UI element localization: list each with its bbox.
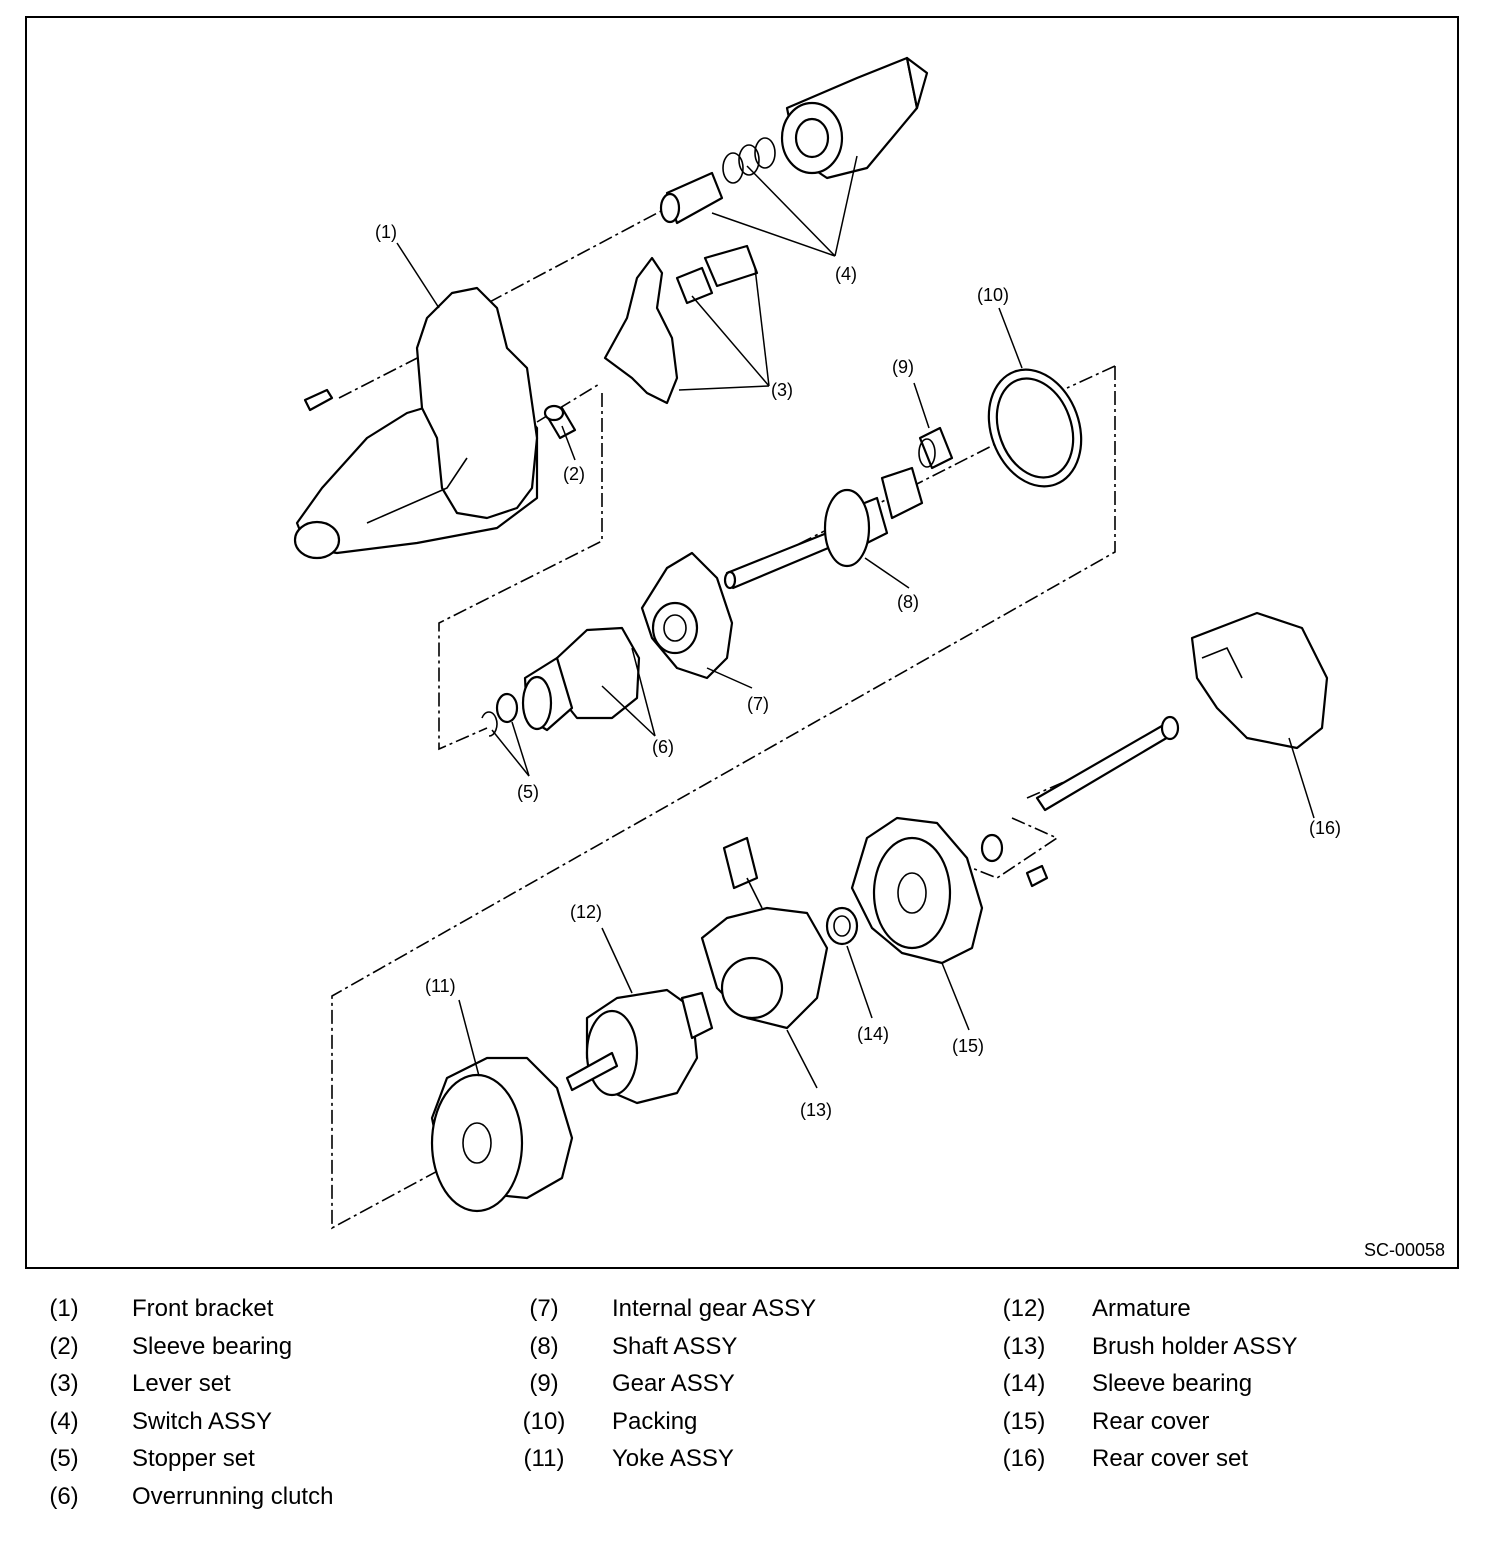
sleeve-bearing-rear-part: [825, 906, 859, 946]
legend-label: Packing: [612, 1407, 698, 1435]
parts-legend: (1) Front bracket (2) Sleeve bearing (3) Le…: [0, 1290, 1504, 1530]
legend-number: (11): [523, 1445, 565, 1472]
legend-number: (13): [1002, 1332, 1046, 1360]
callout-10: (10): [977, 285, 1009, 305]
diagram-frame: (1) (2) (3) (4) (5) (6) (7) (8) (9) (10)…: [25, 16, 1459, 1269]
callout-2: (2): [563, 464, 585, 484]
legend-label: Rear cover: [1092, 1407, 1210, 1435]
legend-label: Stopper set: [132, 1445, 255, 1472]
callout-14: (14): [857, 1024, 889, 1044]
legend-label: Overrunning clutch: [132, 1482, 334, 1510]
brush-holder-assy-part: [700, 836, 829, 1030]
callout-8: (8): [897, 592, 919, 612]
gear-assy-part: [918, 426, 954, 470]
legend-label: Armature: [1092, 1295, 1191, 1322]
callout-4: (4): [835, 264, 857, 284]
rear-cover-part: [850, 816, 1049, 965]
legend-number: (8): [529, 1332, 559, 1360]
legend-number: (7): [529, 1295, 559, 1322]
callout-7: (7): [747, 694, 769, 714]
legend-label: Front bracket: [132, 1295, 274, 1322]
packing-part: [987, 368, 1083, 488]
rear-cover-set-part: [1035, 611, 1329, 812]
callout-6: (6): [652, 737, 674, 757]
switch-assy-part: [659, 56, 929, 225]
lever-set-part: [603, 244, 759, 405]
leader-lines: [396, 155, 1315, 1089]
yoke-assy-part: [430, 1056, 574, 1213]
legend-label: Sleeve bearing: [1092, 1370, 1253, 1397]
legend-label: Gear ASSY: [612, 1370, 735, 1397]
legend-number: (15): [1002, 1407, 1046, 1435]
callout-3: (3): [771, 380, 793, 400]
legend-label: Sleeve bearing: [132, 1332, 293, 1360]
callout-15: (15): [952, 1036, 984, 1056]
callout-12: (12): [570, 902, 602, 922]
legend-label: Switch ASSY: [132, 1407, 273, 1435]
legend-number: (4): [49, 1407, 79, 1435]
callout-11: (11): [425, 976, 456, 996]
armature-part: [565, 988, 714, 1105]
legend-number: (9): [529, 1370, 559, 1397]
front-bracket-part: [293, 286, 539, 560]
legend-number: (14): [1002, 1370, 1046, 1397]
legend-label: Internal gear ASSY: [612, 1295, 817, 1322]
legend-number: (1): [49, 1295, 79, 1322]
legend-label: Rear cover set: [1092, 1445, 1249, 1472]
internal-gear-assy-part: [640, 551, 734, 680]
exploded-view-diagram: (1) (2) (3) (4) (5) (6) (7) (8) (9) (10)…: [293, 56, 1341, 1230]
legend-label: Lever set: [132, 1370, 231, 1397]
sleeve-bearing-front-part: [543, 404, 577, 440]
legend-number: (2): [49, 1332, 79, 1360]
callout-9: (9): [892, 357, 914, 377]
legend-label: Shaft ASSY: [612, 1332, 738, 1360]
legend-number: (3): [49, 1370, 79, 1397]
callout-13: (13): [800, 1100, 832, 1120]
legend-number: (6): [49, 1482, 79, 1510]
stopper-set-part: [481, 692, 519, 737]
legend-number: (12): [1002, 1295, 1046, 1322]
legend-label: Brush holder ASSY: [1092, 1332, 1298, 1360]
callouts: (1) (2) (3) (4) (5) (6) (7) (8) (9) (10)…: [375, 222, 1341, 1120]
callout-5: (5): [517, 782, 539, 802]
callout-16: (16): [1309, 818, 1341, 838]
figure-code: SC-00058: [1363, 1240, 1445, 1260]
callout-1: (1): [375, 222, 397, 242]
legend-number: (16): [1002, 1445, 1046, 1472]
overrunning-clutch-part: [521, 626, 641, 732]
legend-number: (5): [49, 1445, 79, 1472]
shaft-assy-part: [723, 466, 924, 590]
legend-label: Yoke ASSY: [612, 1445, 734, 1472]
legend-number: (10): [522, 1407, 566, 1435]
